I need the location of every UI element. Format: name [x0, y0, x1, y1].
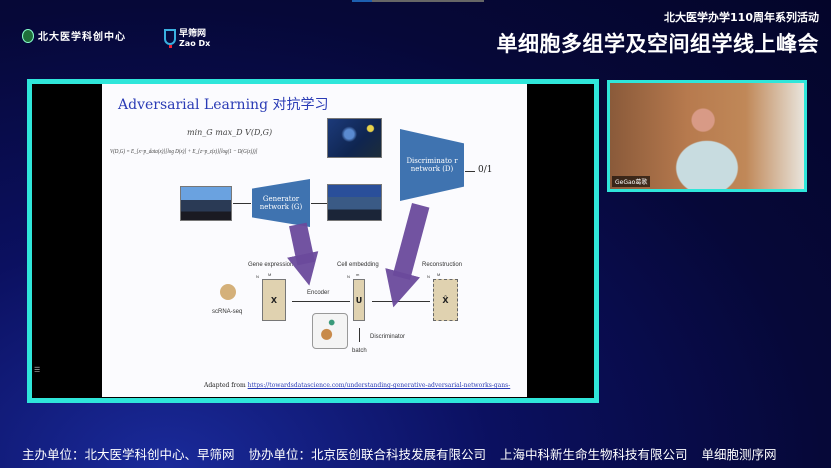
starry-night-image: [327, 118, 382, 158]
matrix-x: X: [262, 279, 286, 321]
event-subtitle: 北大医学办学110周年系列活动: [664, 11, 819, 24]
discriminator-label: Discriminator: [370, 334, 406, 340]
citation: Adapted from https://towardsdatascience.…: [204, 382, 510, 389]
pku-seal-icon: [22, 28, 34, 43]
slide-title: Adversarial Learning 对抗学习: [118, 97, 329, 113]
encoder-label: Encoder: [307, 290, 330, 296]
menu-icon[interactable]: ☰: [34, 366, 41, 374]
reconstruction-label: Reconstruction: [422, 262, 463, 268]
host-orgs: 主办单位：北大医学科创中心、早筛网: [22, 447, 235, 462]
pku-logo: 北大医学科创中心: [22, 28, 126, 43]
m-label: M: [268, 272, 272, 277]
scrna-label: scRNA-seq: [212, 309, 243, 315]
batch-label: batch: [352, 348, 367, 354]
progress-bar: [352, 0, 484, 2]
co-org-3: 单细胞测序网: [701, 447, 777, 462]
speaker-video: GeGao葛歌: [607, 80, 807, 192]
footer-organizers: 主办单位：北大医学科创中心、早筛网协办单位：北京医创联合科技发展有限公司上海中科…: [22, 444, 791, 463]
arrow: [465, 171, 475, 172]
co-org-1: 协办单位：北京医创联合科技发展有限公司: [248, 447, 487, 462]
m-label: M: [437, 272, 441, 277]
value-function-equation: V(D,G) = E_{x~p_data(x)}[log D(x)] + E_{…: [110, 148, 258, 155]
slide: Adversarial Learning 对抗学习 min_G max_D V(…: [102, 84, 527, 397]
stylized-city-image: [327, 184, 382, 221]
citation-link[interactable]: https://towardsdatascience.com/understan…: [247, 382, 511, 389]
n-label: N: [427, 274, 430, 279]
pku-logo-text: 北大医学科创中心: [38, 32, 126, 43]
n-label: N: [256, 274, 259, 279]
discriminator-block: Discriminato r network (D): [400, 129, 464, 201]
minmax-equation: min_G max_D V(D,G): [187, 128, 273, 137]
cell-embedding-label: Cell embedding: [337, 262, 379, 268]
output-label: 0/1: [478, 165, 493, 175]
event-title: 单细胞多组学及空间组学线上峰会: [496, 32, 819, 56]
zaodx-cn: 早筛网: [179, 29, 207, 39]
purple-arrow-head: [376, 268, 420, 312]
gene-expression-label: Gene expression: [248, 262, 294, 268]
co-org-2: 上海中科新生命生物科技有限公司: [500, 447, 688, 462]
umap-plot-image: [312, 313, 348, 349]
embedding-u: U: [353, 279, 365, 321]
arrow: [372, 301, 430, 302]
generator-block: Generator network (G): [252, 179, 310, 227]
arrow: [359, 328, 360, 342]
purple-arrow-shaft: [392, 202, 430, 281]
n-label: N: [347, 274, 350, 279]
arrow: [311, 203, 327, 204]
cite-prefix: Adapted from: [204, 382, 246, 389]
city-photo: [180, 186, 232, 221]
arrow: [233, 203, 251, 204]
purple-arrow-head: [287, 251, 325, 289]
arrow: [292, 301, 350, 302]
reconstruction-xhat: X̂: [433, 279, 458, 321]
zaodx-en: Zao Dx: [179, 39, 211, 48]
zaodx-shield-icon: [164, 29, 176, 48]
m-lower-label: m: [356, 272, 360, 277]
cell-icon: [220, 284, 236, 300]
speaker-name: GeGao葛歌: [612, 176, 651, 187]
